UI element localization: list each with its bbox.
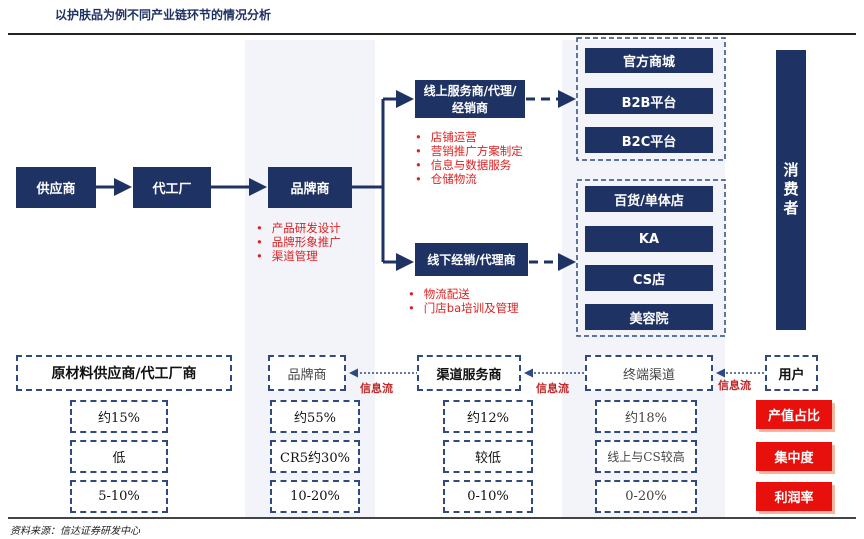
cell: 0-10% bbox=[443, 480, 533, 513]
figure-title: 以护肤品为例不同产业链环节的情况分析 bbox=[55, 8, 272, 22]
online-bullets: 店铺运营 营销推广方案制定 信息与数据服务 仓储物流 bbox=[415, 130, 523, 186]
bullet: 门店ba培训及管理 bbox=[408, 301, 519, 315]
cell: 线上与CS较高 bbox=[595, 440, 697, 473]
offline-bullets: 物流配送 门店ba培训及管理 bbox=[408, 287, 519, 315]
brand-column-shade bbox=[245, 40, 375, 517]
bullet: 仓储物流 bbox=[415, 172, 523, 186]
channel-ka: KA bbox=[585, 226, 713, 252]
consumer-node: 消费者 bbox=[776, 50, 806, 330]
channel-b2b: B2B平台 bbox=[585, 88, 713, 114]
oem-node: 代工厂 bbox=[133, 167, 211, 208]
channel-official-store: 官方商城 bbox=[585, 48, 713, 73]
header-user: 用户 bbox=[765, 355, 818, 391]
top-rule bbox=[8, 33, 856, 35]
bullet: 信息与数据服务 bbox=[415, 158, 523, 172]
metric-profit-margin: 利润率 bbox=[756, 482, 832, 511]
info-flow-label: 信息流 bbox=[360, 382, 393, 395]
header-channel-service: 渠道服务商 bbox=[417, 355, 521, 391]
supplier-node: 供应商 bbox=[16, 167, 96, 208]
cell: 10-20% bbox=[270, 480, 360, 513]
brand-node: 品牌商 bbox=[268, 167, 352, 208]
metric-output-share: 产值占比 bbox=[756, 400, 832, 429]
channel-department-store: 百货/单体店 bbox=[585, 186, 713, 212]
metric-concentration: 集中度 bbox=[756, 442, 832, 471]
cell: 约18% bbox=[595, 400, 697, 433]
bullet: 品牌形象推广 bbox=[256, 235, 341, 249]
header-brand: 品牌商 bbox=[268, 355, 346, 391]
channel-b2c: B2C平台 bbox=[585, 127, 713, 153]
bullet: 物流配送 bbox=[408, 287, 519, 301]
channel-cs-store: CS店 bbox=[585, 265, 713, 291]
cell: 较低 bbox=[443, 440, 533, 473]
info-flow-label: 信息流 bbox=[536, 382, 569, 395]
cell: CR5约30% bbox=[270, 440, 360, 473]
header-supplier: 原材料供应商/代工厂商 bbox=[16, 355, 232, 391]
bullet: 渠道管理 bbox=[256, 249, 341, 263]
cell: 约12% bbox=[443, 400, 533, 433]
cell: 约15% bbox=[70, 400, 168, 433]
bullet: 产品研发设计 bbox=[256, 221, 341, 235]
offline-agent-node: 线下经销/代理商 bbox=[415, 243, 528, 276]
source-note: 资料来源：信达证券研发中心 bbox=[10, 526, 140, 537]
bullet: 营销推广方案制定 bbox=[415, 144, 523, 158]
cell: 低 bbox=[70, 440, 168, 473]
brand-bullets: 产品研发设计 品牌形象推广 渠道管理 bbox=[256, 221, 341, 263]
cell: 5-10% bbox=[70, 480, 168, 513]
header-terminal: 终端渠道 bbox=[585, 355, 713, 391]
bullet: 店铺运营 bbox=[415, 130, 523, 144]
info-flow-label: 信息流 bbox=[718, 379, 751, 392]
channel-beauty-salon: 美容院 bbox=[585, 304, 713, 330]
cell: 0-20% bbox=[595, 480, 697, 513]
cell: 约55% bbox=[270, 400, 360, 433]
bottom-rule bbox=[8, 517, 856, 519]
online-agent-node: 线上服务商/代理/经销商 bbox=[415, 80, 525, 118]
